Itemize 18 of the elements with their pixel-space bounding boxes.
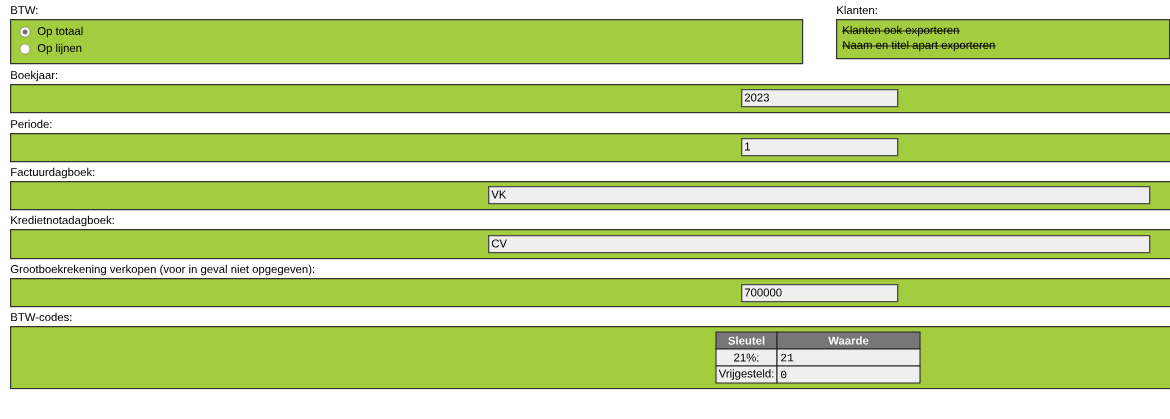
field-label: Boekjaar:: [11, 70, 58, 82]
input-field: VK: [488, 186, 1151, 205]
field-label: BTW-codes:: [11, 312, 72, 322]
input-field: 700000: [741, 284, 899, 303]
radio-button: Op lijnen: [19, 43, 82, 55]
input-field: 1: [741, 138, 899, 157]
radio-button: Op totaal: [19, 26, 83, 38]
option-text: Klanten ook exporteren: [841, 25, 961, 37]
field-label: Periode:: [11, 119, 52, 129]
field-label: Klanten:: [837, 5, 877, 15]
input-field: CV: [488, 235, 1151, 254]
field-label: Factuurdagboek:: [11, 167, 95, 179]
option-text: Naam en titel apart exporteren: [841, 40, 997, 52]
field-label: Kredietnotadagboek:: [11, 215, 114, 227]
field-label: BTW:: [11, 6, 38, 14]
field-label: Grootboekrekening verkopen (voor in geval niet opgegeven):: [10, 264, 315, 276]
input-field: 2023: [741, 89, 899, 108]
table-cell: Vrijgesteld:: [715, 365, 778, 384]
